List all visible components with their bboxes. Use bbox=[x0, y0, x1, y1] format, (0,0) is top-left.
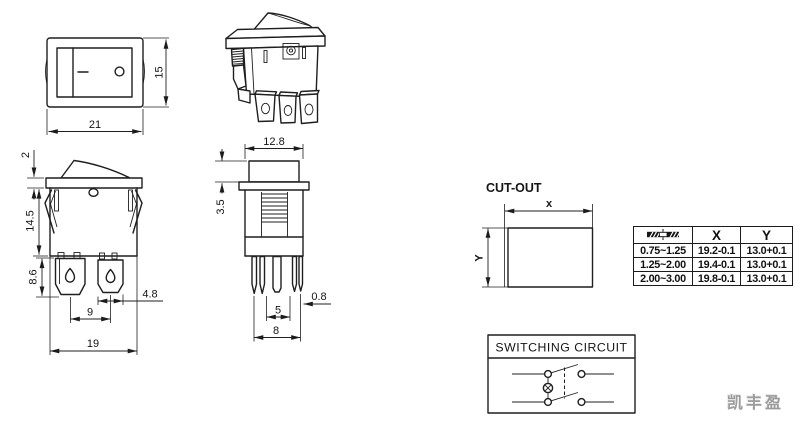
dim-pin-pitch: 5 bbox=[275, 305, 281, 317]
dim-pin-span: 8 bbox=[273, 325, 279, 337]
dim-body-width: 19 bbox=[87, 338, 99, 350]
table-row: 0.75~1.25 19.2-0.1 13.0+0.1 bbox=[633, 243, 793, 258]
dim-end-height: 3.5 bbox=[215, 199, 227, 214]
terminal-lug bbox=[298, 93, 319, 125]
end-view-dimensions: 12.8 3.5 0.8 5 8 bbox=[215, 136, 331, 342]
circuit-title: SWITCHING CIRCUIT bbox=[495, 341, 627, 355]
table-row: 2.00~3.00 19.8-0.1 13.0+0.1 bbox=[633, 271, 793, 286]
lamp-icon bbox=[542, 377, 554, 399]
rocker-profile bbox=[60, 159, 131, 179]
x-value: 19.8-0.1 bbox=[692, 271, 741, 286]
thickness-range: 1.25~2.00 bbox=[633, 257, 693, 272]
table-row: 1.25~2.00 19.4-0.1 13.0+0.1 bbox=[633, 257, 793, 272]
cutout-rectangle bbox=[507, 227, 594, 288]
side-view-dimensions: 2 14.5 8.6 9 4.8 19 bbox=[20, 150, 163, 355]
dim-side-flange: 2 bbox=[20, 152, 32, 158]
perspective-view-drawing bbox=[225, 12, 326, 125]
mounting-clip bbox=[132, 189, 143, 234]
dim-terminal-width: 4.8 bbox=[142, 289, 157, 301]
dim-side-height: 14.5 bbox=[24, 210, 36, 231]
cutout-y-label: Y bbox=[473, 254, 485, 262]
y-value: 13.0+0.1 bbox=[740, 271, 793, 286]
dim-pin-thickness: 0.8 bbox=[311, 291, 326, 303]
panel-thickness-icon-cell bbox=[633, 226, 693, 244]
thickness-range: 2.00~3.00 bbox=[633, 271, 693, 286]
cutout-table: X Y 0.75~1.25 19.2-0.1 13.0+0.1 1.25~2.0… bbox=[633, 226, 793, 286]
y-value: 13.0+0.1 bbox=[740, 243, 793, 258]
table-header-row: X Y bbox=[633, 226, 793, 244]
side-view-drawing bbox=[44, 159, 143, 296]
terminal-lug bbox=[278, 94, 297, 124]
dim-front-width: 21 bbox=[89, 119, 101, 131]
y-value: 13.0+0.1 bbox=[740, 257, 793, 272]
table-header-x: X bbox=[692, 226, 741, 244]
x-value: 19.2-0.1 bbox=[692, 243, 741, 258]
dim-end-width: 12.8 bbox=[263, 136, 284, 148]
front-view-dimensions: 15 21 bbox=[46, 37, 169, 135]
x-value: 19.4-0.1 bbox=[692, 257, 741, 272]
end-view-drawing bbox=[238, 160, 310, 295]
switch-contacts bbox=[512, 364, 614, 407]
terminal-lug bbox=[254, 93, 276, 123]
cutout-x-label: x bbox=[546, 198, 553, 210]
cutout-diagram: CUT-OUT x Y bbox=[473, 181, 594, 288]
dim-terminal-pitch: 9 bbox=[87, 307, 93, 319]
table-header-y: Y bbox=[740, 226, 793, 244]
rocker-circle-marking bbox=[114, 66, 125, 77]
thickness-range: 0.75~1.25 bbox=[633, 243, 693, 258]
brand-watermark: 凯丰盈 bbox=[727, 395, 785, 412]
mounting-clip bbox=[44, 189, 55, 234]
front-view-drawing bbox=[45, 37, 145, 108]
dim-terminal-height: 8.6 bbox=[27, 269, 39, 284]
dim-front-height: 15 bbox=[153, 66, 165, 78]
panel-thickness-icon bbox=[647, 228, 681, 240]
ratchet-ribs bbox=[261, 193, 288, 223]
screw-detail bbox=[286, 45, 296, 56]
cutout-title: CUT-OUT bbox=[486, 181, 542, 195]
pins bbox=[251, 255, 304, 295]
switching-circuit-diagram: SWITCHING CIRCUIT bbox=[487, 334, 636, 414]
